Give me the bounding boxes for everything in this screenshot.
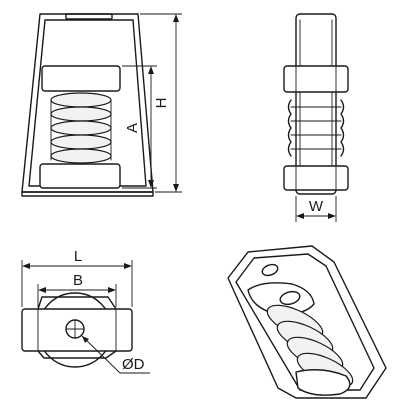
iso-view	[227, 245, 387, 399]
front-bottom-plate	[39, 163, 121, 189]
front-view	[21, 13, 154, 197]
label-w: W	[309, 198, 324, 215]
dimension-w	[295, 196, 337, 222]
front-spring	[50, 92, 112, 164]
dimension-h	[140, 13, 182, 193]
dimension-a	[122, 65, 157, 189]
side-top-plate	[283, 65, 349, 93]
label-a: A	[124, 123, 141, 133]
label-h: H	[153, 98, 170, 109]
front-housing-inner	[28, 19, 147, 187]
dimension-b	[37, 284, 117, 307]
iso-housing-outer	[227, 245, 387, 399]
front-base-flange	[21, 191, 154, 197]
dimension-d-leader	[81, 335, 150, 374]
iso-bottom-plate	[295, 369, 351, 396]
side-view	[283, 13, 349, 195]
side-spring	[287, 99, 345, 157]
side-housing	[295, 13, 337, 195]
side-bottom-plate	[283, 165, 349, 191]
top-view	[21, 292, 133, 368]
front-top-plate	[41, 65, 121, 92]
dimension-l	[21, 260, 133, 307]
label-b: B	[73, 272, 83, 289]
top-plate	[21, 308, 133, 352]
front-top-slot	[65, 13, 113, 20]
iso-top-slot	[261, 263, 279, 277]
label-l: L	[74, 248, 82, 265]
label-d: ØD	[122, 356, 145, 373]
